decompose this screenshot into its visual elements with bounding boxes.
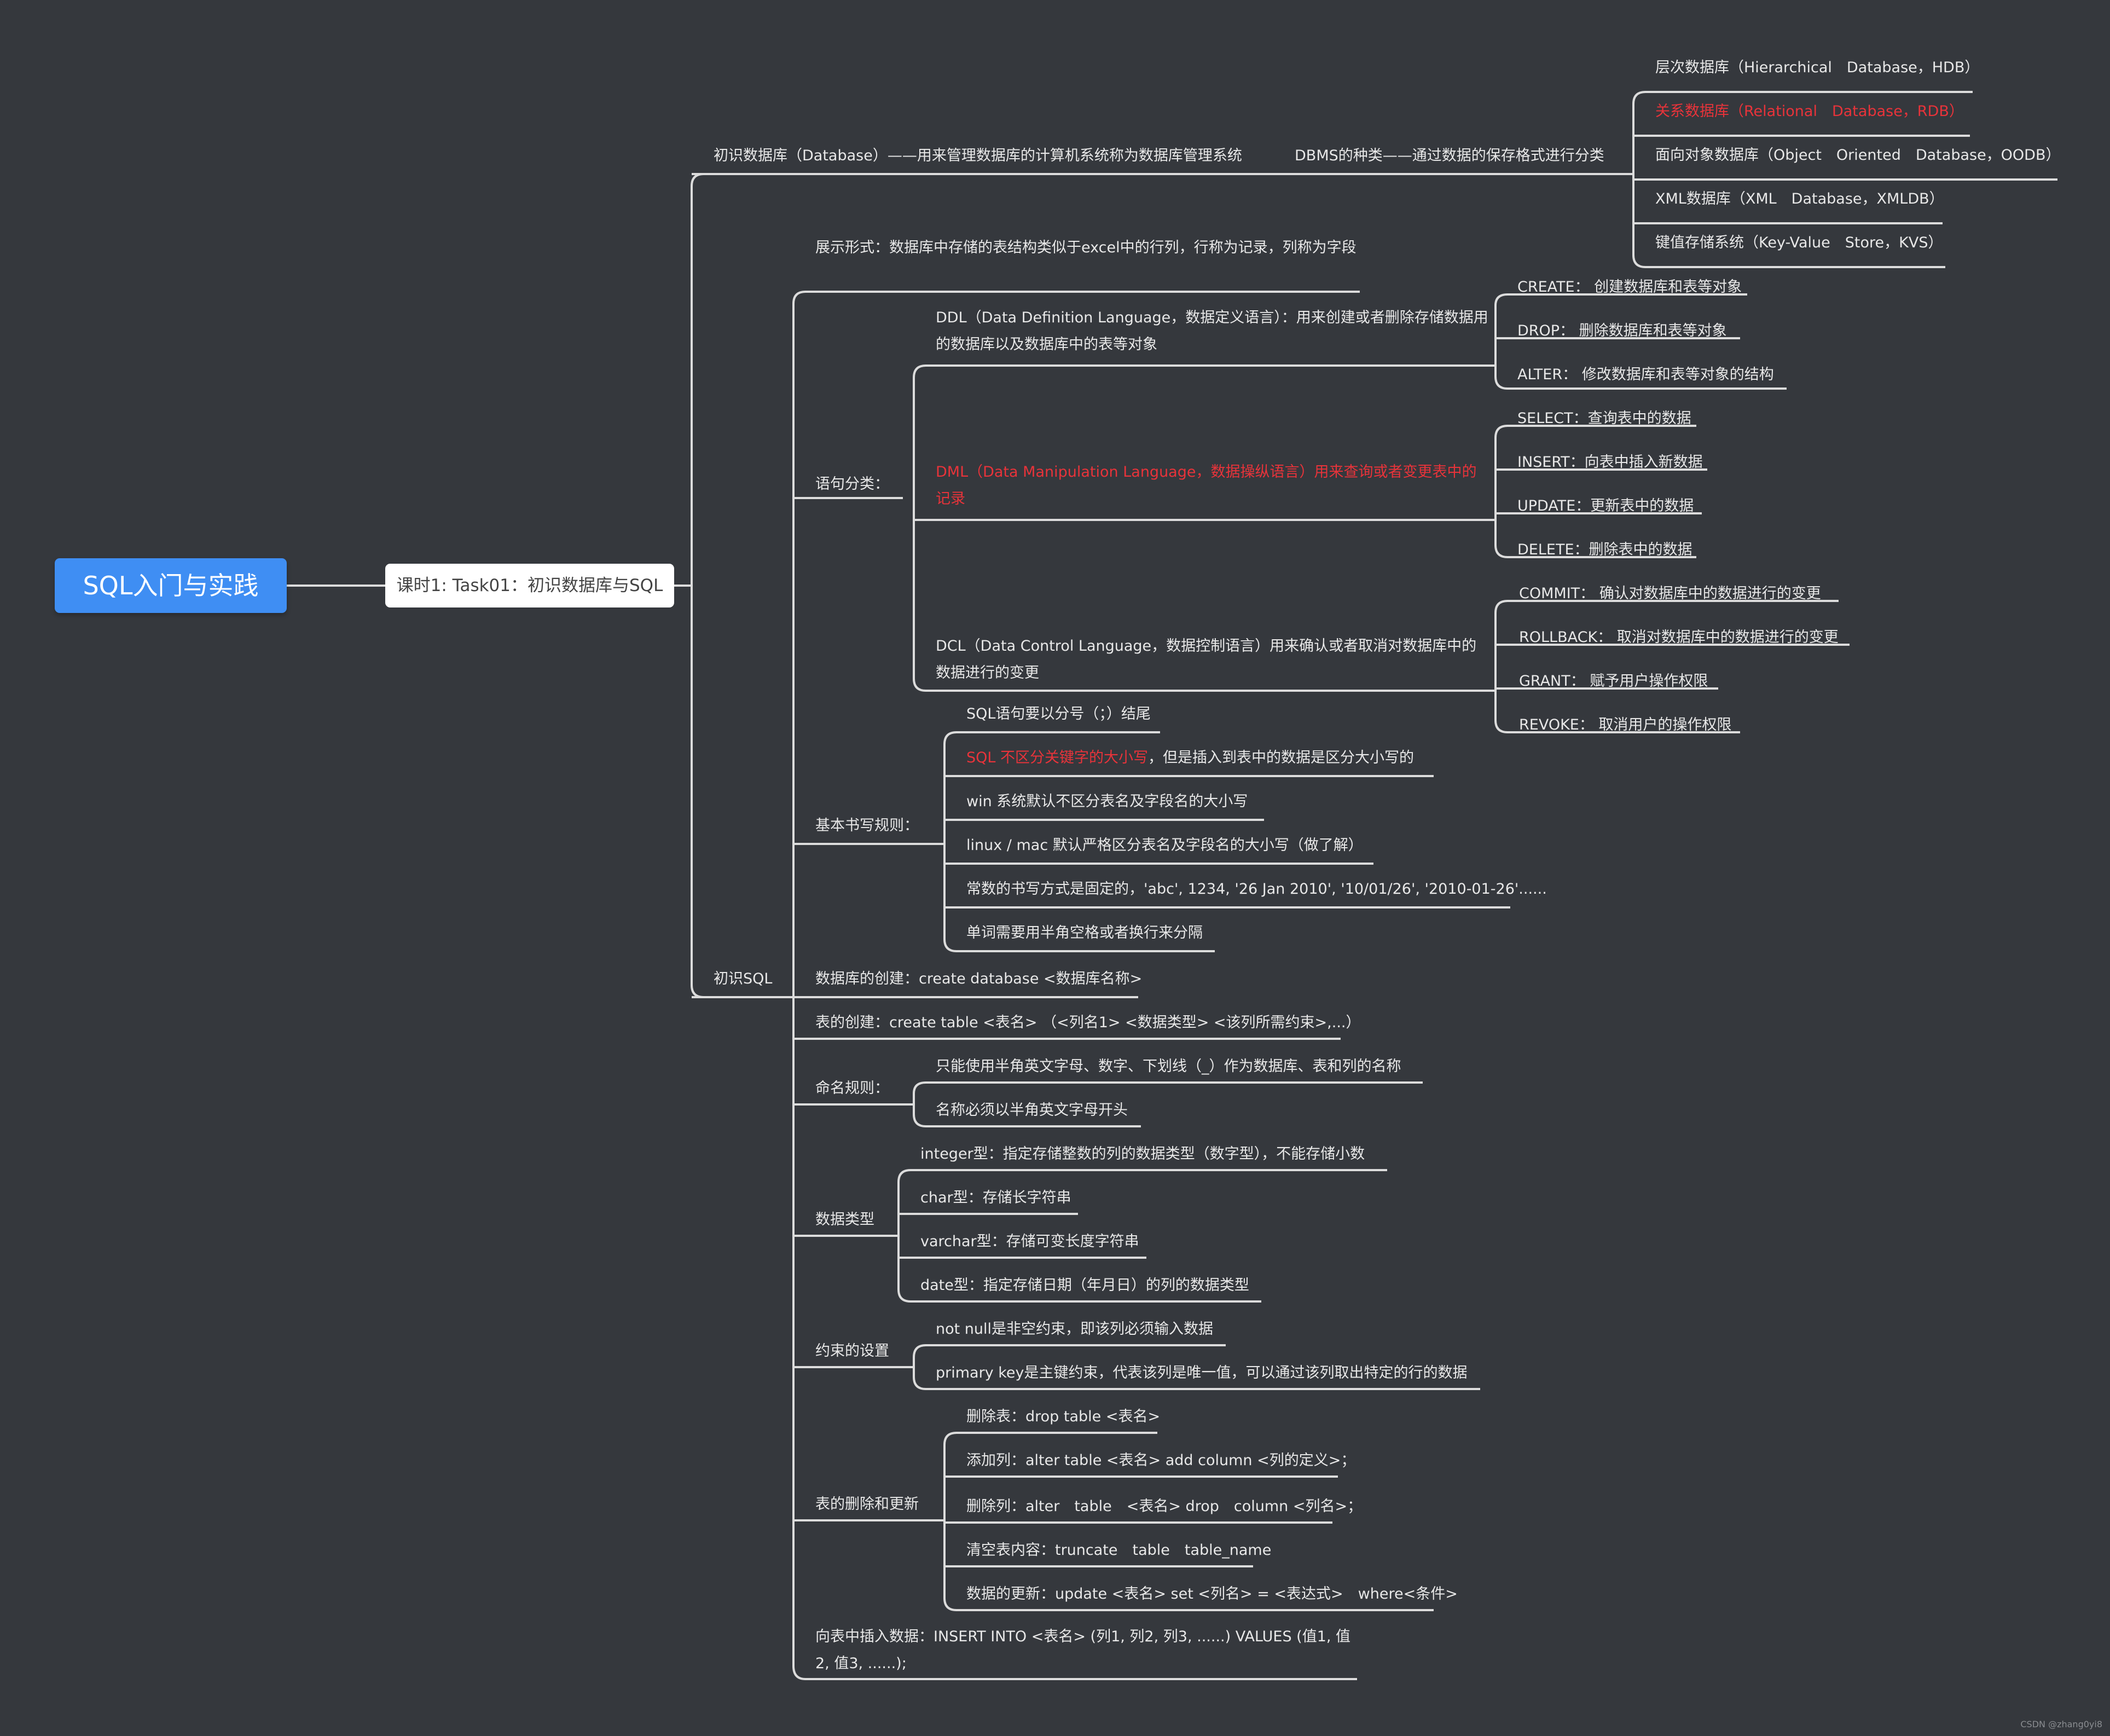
rule-constants[interactable]: 常数的书写方式是固定的，'abc', 1234, '26 Jan 2010', …	[966, 881, 1547, 898]
rule-case-insensitive[interactable]: SQL 不区分关键字的大小写，但是插入到表中的数据是区分大小写的	[966, 744, 1414, 771]
rule-word-separator[interactable]: 单词需要用半角空格或者换行来分隔	[966, 924, 1203, 941]
modify-drop-column[interactable]: 删除列：alter table <表名> drop column <列名>；	[966, 1498, 1363, 1515]
db-type-hdb[interactable]: 层次数据库（Hierarchical Database，HDB）	[1655, 59, 1980, 76]
ddl-alter[interactable]: ALTER： 修改数据库和表等对象的结构	[1517, 366, 1774, 383]
rule-case-suffix: ，但是插入到表中的数据是区分大小写的	[1148, 749, 1415, 766]
dcl-commit[interactable]: COMMIT： 确认对数据库中的数据进行的变更	[1519, 585, 1821, 602]
constraints-topic[interactable]: 约束的设置	[815, 1342, 889, 1359]
rule-case-highlight: SQL 不区分关键字的大小写	[966, 749, 1149, 766]
sql-intro-topic[interactable]: 初识SQL	[714, 970, 773, 987]
modify-truncate[interactable]: 清空表内容：truncate table table_name	[966, 1542, 1272, 1559]
rule-windows[interactable]: win 系统默认不区分表名及字段名的大小写	[966, 793, 1248, 810]
naming-rule-chars[interactable]: 只能使用半角英文字母、数字、下划线（_）作为数据库、表和列的名称	[936, 1058, 1401, 1075]
type-date[interactable]: date型：指定存储日期（年月日）的列的数据类型	[920, 1277, 1249, 1294]
db-intro-topic[interactable]: 初识数据库（Database）——用来管理数据库的计算机系统称为数据库管理系统	[714, 147, 1242, 164]
table-modify-topic[interactable]: 表的删除和更新	[815, 1496, 919, 1513]
db-type-kvs[interactable]: 键值存储系统（Key-Value Store，KVS）	[1655, 234, 1943, 251]
modify-add-column[interactable]: 添加列：alter table <表名> add column <列的定义>；	[966, 1452, 1356, 1469]
rule-semicolon[interactable]: SQL语句要以分号（；）结尾	[966, 705, 1151, 722]
ddl-drop[interactable]: DROP： 删除数据库和表等对象	[1517, 322, 1727, 339]
type-char[interactable]: char型：存储长字符串	[920, 1189, 1071, 1206]
dcl-rollback[interactable]: ROLLBACK： 取消对数据库中的数据进行的变更	[1519, 629, 1839, 646]
create-table-topic[interactable]: 表的创建：create table <表名> （<列名1> <数据类型> <该列…	[815, 1014, 1361, 1031]
dml-topic[interactable]: DML（Data Manipulation Language，数据操纵语言）用来…	[936, 464, 1477, 507]
rule-linux-mac[interactable]: linux / mac 默认严格区分表名及字段名的大小写（做了解）	[966, 837, 1363, 854]
naming-rule-start[interactable]: 名称必须以半角英文字母开头	[936, 1102, 1128, 1119]
lesson-topic[interactable]: 课时1: Task01：初识数据库与SQL	[385, 564, 674, 607]
root-topic[interactable]: SQL入门与实践	[55, 558, 287, 613]
data-types-topic[interactable]: 数据类型	[815, 1211, 874, 1228]
db-type-oodb[interactable]: 面向对象数据库（Object Oriented Database，OODB）	[1655, 147, 2061, 164]
create-database-topic[interactable]: 数据库的创建：create database <数据库名称>	[815, 970, 1143, 987]
modify-update[interactable]: 数据的更新：update <表名> set <列名> = <表达式> where…	[966, 1585, 1458, 1602]
naming-rules-topic[interactable]: 命名规则：	[815, 1080, 889, 1097]
type-integer[interactable]: integer型：指定存储整数的列的数据类型（数字型），不能存储小数	[920, 1145, 1365, 1162]
dcl-grant[interactable]: GRANT： 赋予用户操作权限	[1519, 673, 1708, 690]
dcl-revoke[interactable]: REVOKE： 取消用户的操作权限	[1519, 716, 1732, 733]
modify-drop-table[interactable]: 删除表：drop table <表名>	[966, 1408, 1161, 1425]
dml-delete[interactable]: DELETE：删除表中的数据	[1517, 541, 1692, 558]
dbms-types-topic[interactable]: DBMS的种类——通过数据的保存格式进行分类	[1295, 147, 1604, 164]
statement-category-topic[interactable]: 语句分类：	[815, 476, 889, 493]
type-varchar[interactable]: varchar型：存储可变长度字符串	[920, 1233, 1139, 1250]
constraint-primary-key[interactable]: primary key是主键约束，代表该列是唯一值，可以通过该列取出特定的行的数…	[936, 1364, 1468, 1381]
db-type-rdb[interactable]: 关系数据库（Relational Database，RDB）	[1655, 103, 1964, 120]
ddl-topic[interactable]: DDL（Data Definition Language，数据定义语言）：用来创…	[936, 309, 1488, 353]
dcl-topic[interactable]: DCL（Data Control Language，数据控制语言）用来确认或者取…	[936, 638, 1477, 681]
db-type-xmldb[interactable]: XML数据库（XML Database，XMLDB）	[1655, 190, 1944, 207]
writing-rules-topic[interactable]: 基本书写规则：	[815, 817, 919, 834]
constraint-not-null[interactable]: not null是非空约束，即该列必须输入数据	[936, 1321, 1214, 1338]
watermark: CSDN @zhang0yi8	[2020, 1719, 2102, 1729]
display-form-topic[interactable]: 展示形式：数据库中存储的表结构类似于excel中的行列，行称为记录，列称为字段	[815, 239, 1357, 256]
ddl-create[interactable]: CREATE： 创建数据库和表等对象	[1517, 279, 1742, 296]
insert-data-topic[interactable]: 向表中插入数据：INSERT INTO <表名> (列1, 列2, 列3, ..…	[815, 1628, 1351, 1672]
dml-insert[interactable]: INSERT：向表中插入新数据	[1517, 454, 1703, 471]
dml-update[interactable]: UPDATE：更新表中的数据	[1517, 497, 1694, 514]
dml-select[interactable]: SELECT：查询表中的数据	[1517, 410, 1691, 427]
